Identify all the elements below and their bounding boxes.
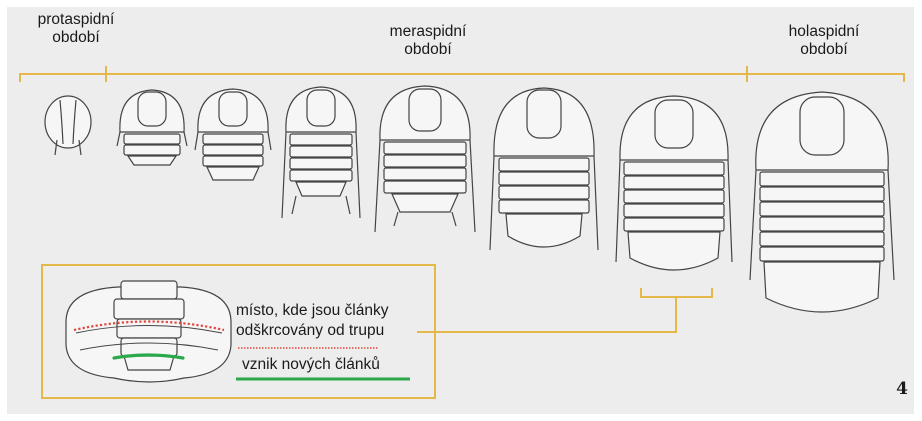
- period-brackets: [19, 66, 905, 82]
- trilobite-stage-6: [490, 88, 598, 250]
- pygidium-illustration: [66, 281, 231, 382]
- trilobite-stage-4: [282, 87, 360, 218]
- legend-red-label: místo, kde jsou články odškrcovány od tr…: [236, 301, 388, 341]
- trilobite-stage-7: [616, 96, 732, 270]
- trilobite-stage-8: [750, 92, 894, 312]
- legend-green-label: vznik nových článků: [242, 355, 380, 375]
- trilobite-stage-5: [375, 86, 475, 232]
- trilobite-stage-3: [195, 89, 271, 180]
- pygidium-highlight-bracket: [417, 288, 712, 332]
- figure-number: 4: [896, 379, 908, 399]
- trilobite-stage-1: [45, 96, 91, 155]
- trilobite-stage-2: [117, 90, 187, 165]
- legend-red-line2: odškrcovány od trupu: [236, 321, 388, 341]
- legend-red-line1: místo, kde jsou články: [236, 301, 388, 321]
